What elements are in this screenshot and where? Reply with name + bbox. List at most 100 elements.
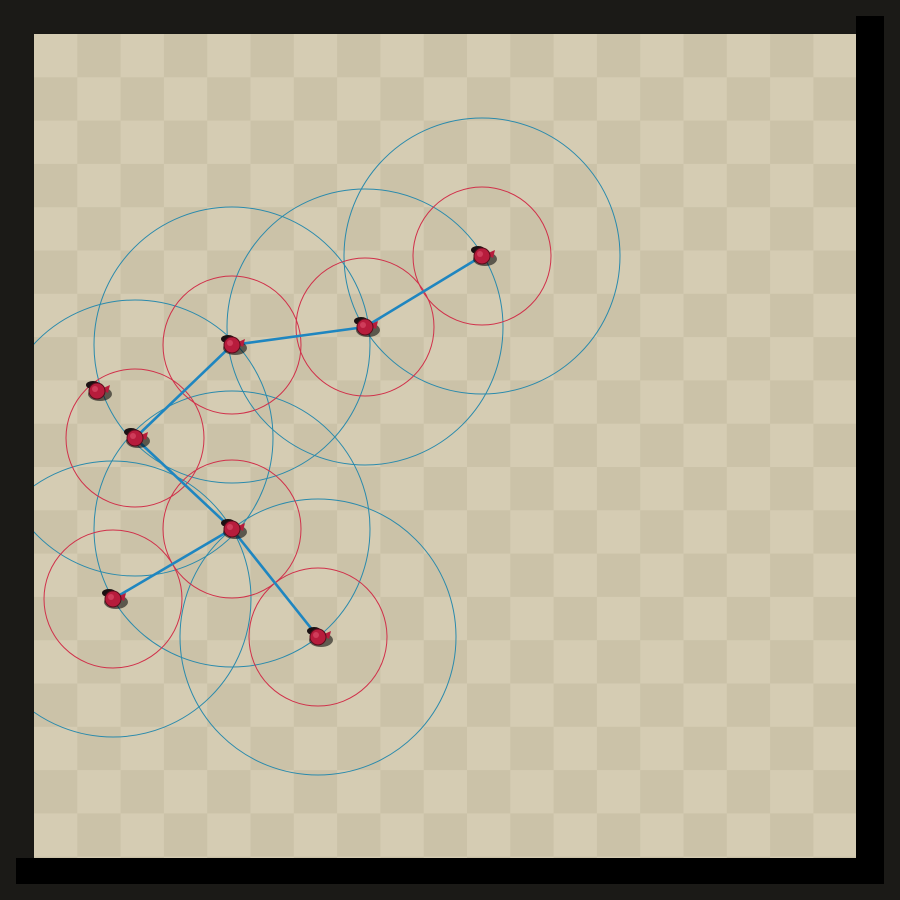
board-tile: [553, 770, 598, 814]
board-tile: [640, 293, 684, 338]
board-tile: [813, 120, 856, 165]
board-tile: [510, 380, 555, 425]
board-tile: [683, 640, 728, 684]
board-tile: [423, 293, 468, 338]
board-tile: [34, 77, 78, 122]
board-tile: [770, 120, 814, 165]
red-unit-7[interactable]: [102, 589, 128, 609]
board-tile: [250, 250, 295, 295]
board-tile: [207, 770, 251, 814]
board-tile: [813, 250, 856, 295]
board-tile: [467, 467, 511, 511]
board-tile: [640, 207, 684, 251]
board-tile: [77, 34, 122, 78]
board-tile: [120, 337, 165, 381]
board-tile: [337, 726, 381, 771]
game-board[interactable]: [34, 34, 856, 858]
board-tile: [77, 207, 122, 251]
board-tile: [640, 423, 684, 468]
board-tile: [423, 813, 468, 858]
board-tile: [380, 640, 425, 684]
red-unit-8[interactable]: [307, 627, 333, 647]
board-tile: [726, 856, 771, 858]
board-tile: [423, 856, 468, 858]
board-tile: [207, 467, 251, 511]
frame-shadow-bottom: [16, 858, 884, 884]
board-tile: [467, 683, 511, 728]
board-tile: [596, 120, 641, 165]
board-tile: [640, 337, 684, 381]
board-tile: [467, 163, 511, 208]
unit-highlight: [227, 524, 233, 530]
board-tile: [120, 250, 165, 295]
board-tile: [77, 423, 122, 468]
board-tile: [596, 726, 641, 771]
inner-range-ring: [65, 368, 205, 508]
board-tile: [250, 467, 295, 511]
board-tile: [726, 77, 771, 122]
board-tile: [77, 510, 122, 555]
board-tile: [726, 467, 771, 511]
red-unit-6[interactable]: [221, 519, 247, 539]
board-tile: [293, 120, 338, 165]
board-tile: [596, 467, 641, 511]
board-tile: [163, 770, 208, 814]
inner-range-rings: [43, 186, 552, 707]
board-tile: [120, 683, 165, 728]
board-tile: [250, 34, 295, 78]
board-tile: [250, 596, 295, 641]
red-unit-5[interactable]: [124, 428, 150, 448]
board-tile: [34, 423, 78, 468]
unit-tokens[interactable]: [86, 246, 497, 647]
board-tile: [423, 337, 468, 381]
board-tile: [293, 250, 338, 295]
board-tile: [423, 163, 468, 208]
board-tile: [337, 120, 381, 165]
board-tile: [380, 380, 425, 425]
board-tile: [380, 77, 425, 122]
unit-highlight: [313, 632, 319, 638]
board-tile: [34, 34, 78, 78]
board-tile: [337, 510, 381, 555]
board-tile: [553, 596, 598, 641]
board-tile: [510, 423, 555, 468]
board-tile: [596, 337, 641, 381]
unit-weapon: [139, 432, 148, 440]
board-tile: [726, 250, 771, 295]
red-unit-3[interactable]: [221, 335, 247, 355]
board-tile: [207, 207, 251, 251]
board-tile: [683, 510, 728, 555]
board-tile: [596, 293, 641, 338]
board-tile: [553, 467, 598, 511]
board-tile: [683, 250, 728, 295]
board-tile: [250, 770, 295, 814]
board-tile: [726, 596, 771, 641]
board-tile: [683, 770, 728, 814]
board-tile: [726, 423, 771, 468]
board-tile: [683, 813, 728, 858]
board-tile: [596, 380, 641, 425]
board-tile: [120, 510, 165, 555]
board-tile: [337, 34, 381, 78]
board-tile: [596, 510, 641, 555]
board-canvas[interactable]: [34, 34, 856, 858]
board-tile: [726, 640, 771, 684]
board-tile: [770, 250, 814, 295]
board-tile: [380, 596, 425, 641]
red-unit-2[interactable]: [354, 317, 380, 337]
board-tile: [813, 856, 856, 858]
board-tile: [683, 553, 728, 598]
board-tile: [207, 250, 251, 295]
board-tile: [510, 856, 555, 858]
board-tile: [380, 293, 425, 338]
board-tile: [553, 553, 598, 598]
unit-weapon: [236, 523, 245, 531]
board-tile: [770, 207, 814, 251]
red-unit-1[interactable]: [471, 246, 497, 266]
red-unit-4[interactable]: [86, 381, 112, 401]
board-tile: [510, 250, 555, 295]
board-tile: [510, 293, 555, 338]
board-tile: [813, 34, 856, 78]
board-tile: [770, 640, 814, 684]
board-tile: [813, 770, 856, 814]
